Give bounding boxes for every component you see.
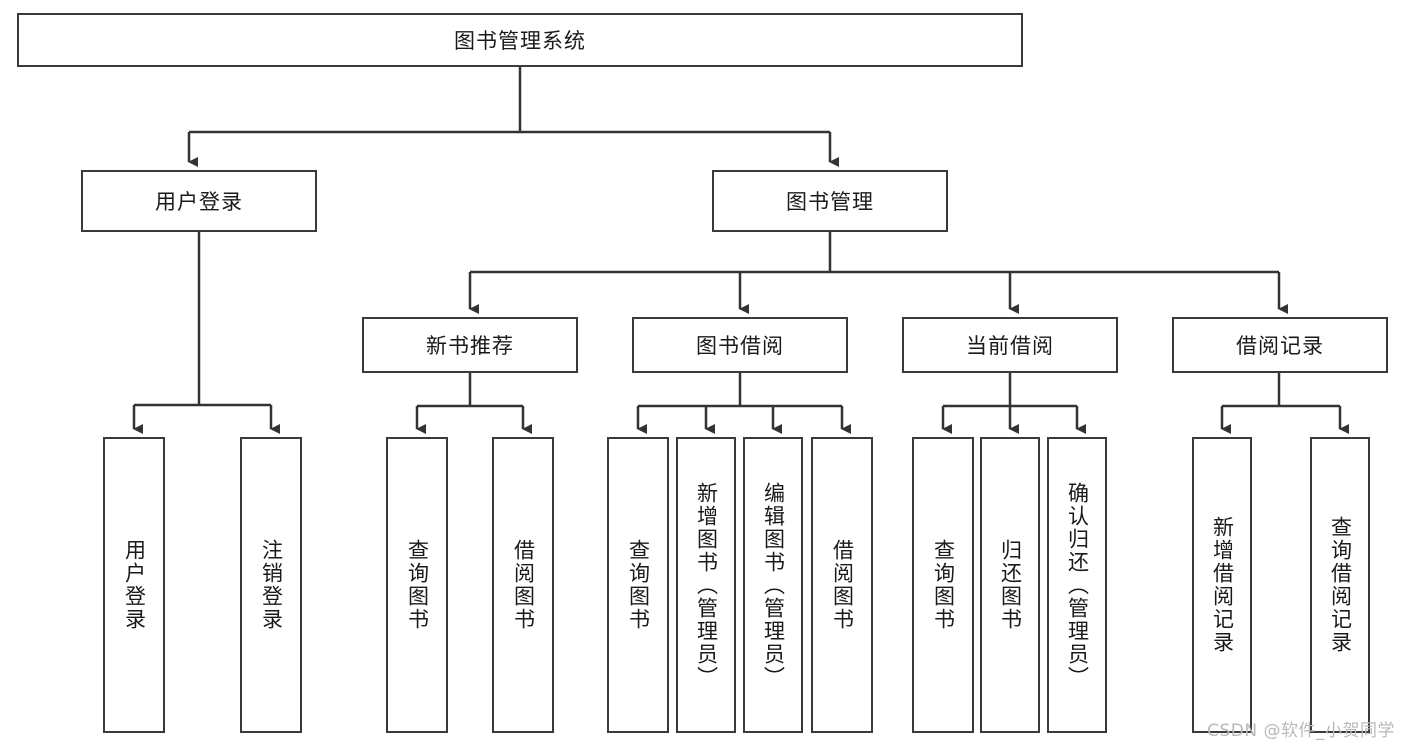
- leaf-confirm-return[interactable]: 确认归还（管理员）: [1047, 437, 1107, 733]
- node-label: 借阅图书: [511, 539, 536, 631]
- node-label: 图书管理系统: [454, 29, 586, 53]
- leaf-query-record[interactable]: 查询借阅记录: [1310, 437, 1370, 733]
- leaf-add-book[interactable]: 新增图书（管理员）: [676, 437, 736, 733]
- node-book-borrow[interactable]: 图书借阅: [632, 317, 848, 373]
- node-user-login[interactable]: 用户登录: [81, 170, 317, 232]
- leaf-return-book[interactable]: 归还图书: [980, 437, 1040, 733]
- node-label: 编辑图书（管理员）: [761, 481, 786, 689]
- node-label: 借阅记录: [1236, 334, 1324, 358]
- node-label: 用户登录: [122, 539, 147, 631]
- leaf-logout[interactable]: 注销登录: [240, 437, 302, 733]
- node-borrow-record[interactable]: 借阅记录: [1172, 317, 1388, 373]
- leaf-borrow-book-1[interactable]: 借阅图书: [492, 437, 554, 733]
- node-label: 查询图书: [405, 539, 430, 631]
- node-book-manage[interactable]: 图书管理: [712, 170, 948, 232]
- watermark-text: CSDN @软件_小贺同学: [1207, 721, 1395, 741]
- node-label: 用户登录: [155, 190, 243, 214]
- node-label: 注销登录: [259, 539, 284, 631]
- node-new-book-recommend[interactable]: 新书推荐: [362, 317, 578, 373]
- node-label: 新增图书（管理员）: [694, 481, 719, 689]
- node-label: 归还图书: [998, 539, 1023, 631]
- node-current-borrow[interactable]: 当前借阅: [902, 317, 1118, 373]
- leaf-edit-book[interactable]: 编辑图书（管理员）: [743, 437, 803, 733]
- node-label: 新增借阅记录: [1210, 516, 1235, 654]
- leaf-query-book-3[interactable]: 查询图书: [912, 437, 974, 733]
- node-root-system[interactable]: 图书管理系统: [17, 13, 1023, 67]
- leaf-add-record[interactable]: 新增借阅记录: [1192, 437, 1252, 733]
- leaf-query-book-2[interactable]: 查询图书: [607, 437, 669, 733]
- node-label: 新书推荐: [426, 334, 514, 358]
- node-label: 当前借阅: [966, 334, 1054, 358]
- node-label: 确认归还（管理员）: [1065, 481, 1090, 689]
- node-label: 查询图书: [931, 539, 956, 631]
- leaf-borrow-book-2[interactable]: 借阅图书: [811, 437, 873, 733]
- node-label: 图书管理: [786, 190, 874, 214]
- node-label: 查询借阅记录: [1328, 516, 1353, 654]
- leaf-query-book-1[interactable]: 查询图书: [386, 437, 448, 733]
- node-label: 借阅图书: [830, 539, 855, 631]
- leaf-user-login[interactable]: 用户登录: [103, 437, 165, 733]
- node-label: 查询图书: [626, 539, 651, 631]
- node-label: 图书借阅: [696, 334, 784, 358]
